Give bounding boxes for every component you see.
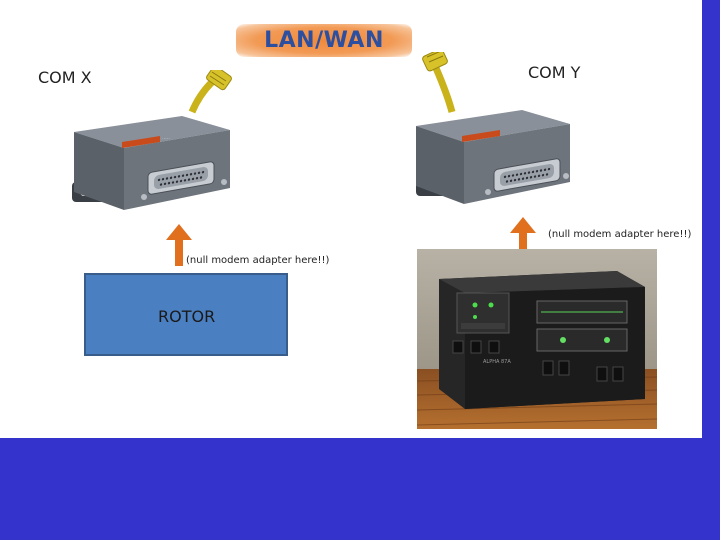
null-modem-note-left: (null modem adapter here!!) (186, 255, 330, 266)
null-modem-note-right: (null modem adapter here!!) (548, 229, 692, 240)
lan-wan-banner: LAN/WAN (236, 24, 412, 57)
serial-device-server-right-icon (416, 52, 570, 204)
ethernet-cable-left-icon (188, 70, 232, 114)
lan-wan-title: LAN/WAN (264, 28, 384, 53)
up-arrow-right-icon (510, 217, 536, 257)
rotor-box: ROTOR (84, 273, 288, 356)
rotor-label: ROTOR (158, 307, 216, 326)
diagram-panel: LAN/WAN COM X COM Y ····· (0, 0, 702, 438)
radio-amplifier-photo: ALPHA 87A (417, 249, 657, 429)
ethernet-cable-right-icon (422, 52, 456, 113)
serial-device-server-left-icon: ····· (72, 70, 232, 210)
svg-text:·····: ····· (162, 136, 170, 142)
svg-text:ALPHA 87A: ALPHA 87A (483, 359, 511, 365)
com-y-label: COM Y (528, 63, 581, 82)
up-arrow-left-icon (166, 224, 192, 266)
com-x-label: COM X (38, 68, 92, 87)
